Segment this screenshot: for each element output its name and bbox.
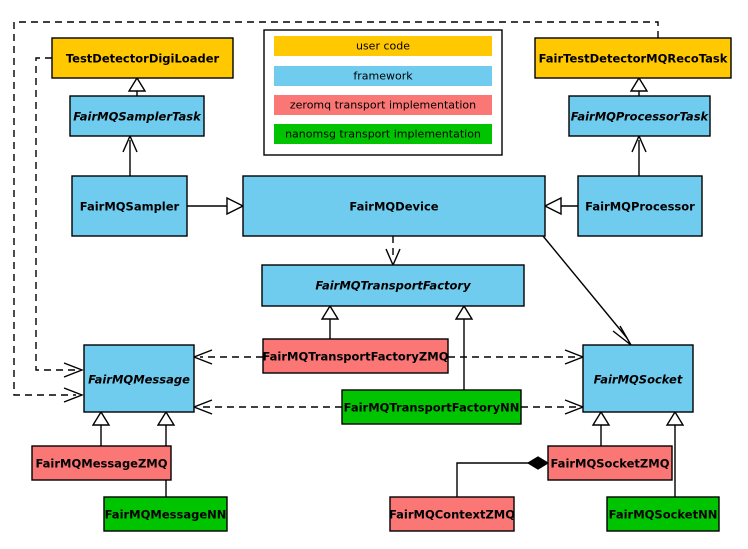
legend: user code framework zeromq transport imp… (263, 29, 503, 156)
node-fairmq-message[interactable]: FairMQMessage (83, 344, 195, 413)
node-fairmq-device[interactable]: FairMQDevice (242, 175, 546, 237)
legend-label-nanomsg: nanomsg transport implementation (285, 128, 481, 141)
node-fairmq-sampler[interactable]: FairMQSampler (71, 175, 188, 237)
node-fairmq-socket[interactable]: FairMQSocket (582, 344, 694, 413)
node-fairmq-processor[interactable]: FairMQProcessor (577, 175, 703, 237)
edge-device-to-transportfactory (385, 236, 401, 267)
node-rect-fairmq-transport-factory-zmq[interactable] (262, 338, 449, 374)
node-label-test-detector-digi-loader: TestDetectorDigiLoader (66, 52, 220, 66)
node-fairmq-message-zmq[interactable]: FairMQMessageZMQ (31, 445, 172, 481)
node-rect-test-detector-digi-loader[interactable] (51, 37, 234, 79)
node-label-fairmq-message: FairMQMessage (88, 373, 190, 387)
node-rect-fairmq-device[interactable] (242, 175, 546, 237)
node-label-fairmq-processor: FairMQProcessor (585, 200, 695, 214)
edge-factoryzmq-to-message (192, 349, 263, 365)
node-label-fairmq-transport-factory: FairMQTransportFactory (315, 279, 471, 293)
node-fairmq-socket-zmq[interactable]: FairMQSocketZMQ (547, 445, 673, 481)
legend-item-nanomsg: nanomsg transport implementation (274, 124, 492, 144)
node-rect-fairmq-message[interactable] (83, 344, 195, 413)
node-rect-fairmq-socket-zmq[interactable] (547, 445, 673, 481)
node-rect-fairmq-sampler-task[interactable] (69, 95, 205, 137)
node-rect-fairmq-context-zmq[interactable] (389, 496, 515, 532)
edge-sampler-to-samplertask (122, 134, 138, 176)
node-rect-fairmq-processor[interactable] (577, 175, 703, 237)
legend-swatch-framework (274, 66, 492, 86)
node-label-fairmq-socket-zmq: FairMQSocketZMQ (551, 457, 670, 471)
node-rect-fairmq-processor-task[interactable] (568, 95, 711, 137)
node-label-fairmq-processor-task: FairMQProcessorTask (571, 110, 710, 124)
node-rect-fairmq-message-zmq[interactable] (31, 445, 172, 481)
node-label-fairmq-device: FairMQDevice (349, 200, 438, 214)
node-fairmq-sampler-task[interactable]: FairMQSamplerTask (69, 95, 205, 137)
node-fair-test-detector-mq-reco-task[interactable]: FairTestDetectorMQRecoTask (534, 37, 732, 79)
edge-processor-to-device (543, 196, 578, 216)
node-fairmq-message-nn[interactable]: FairMQMessageNN (103, 496, 228, 532)
node-label-fairmq-sampler: FairMQSampler (80, 200, 180, 214)
edge-digiloader-to-message (35, 57, 84, 378)
legend-swatch-user-code (274, 36, 492, 56)
legend-item-zeromq: zeromq transport implementation (274, 95, 492, 115)
edge-messagezmq-generalization (91, 410, 111, 446)
node-fairmq-transport-factory-nn[interactable]: FairMQTransportFactoryNN (341, 389, 522, 425)
edge-factoryzmq-to-socket (448, 349, 585, 365)
edge-socketnn-generalization (665, 410, 685, 497)
node-fairmq-transport-factory-zmq[interactable]: FairMQTransportFactoryZMQ (262, 338, 449, 374)
node-label-fairmq-transport-factory-nn: FairMQTransportFactoryNN (344, 401, 520, 415)
edge-factorynn-to-message (192, 399, 342, 415)
node-label-fairmq-message-nn: FairMQMessageNN (105, 508, 227, 522)
legend-item-framework: framework (274, 66, 492, 86)
node-rect-fair-test-detector-mq-reco-task[interactable] (534, 37, 732, 79)
node-rect-fairmq-message-nn[interactable] (103, 496, 228, 532)
node-label-fairmq-context-zmq: FairMQContextZMQ (389, 508, 515, 522)
edge-device-to-socket (542, 235, 632, 346)
node-fairmq-processor-task[interactable]: FairMQProcessorTask (568, 95, 711, 137)
legend-label-zeromq: zeromq transport implementation (290, 99, 476, 112)
edge-factorynn-generalization (454, 304, 474, 390)
edge-factorynn-to-socket (521, 399, 585, 415)
edge-contextzmq-composition (456, 456, 550, 497)
node-fairmq-socket-nn[interactable]: FairMQSocketNN (606, 496, 720, 532)
node-label-fair-test-detector-mq-reco-task: FairTestDetectorMQRecoTask (539, 52, 728, 66)
edge-factoryzmq-generalization (320, 304, 340, 339)
legend-label-user-code: user code (356, 40, 410, 53)
node-fairmq-context-zmq[interactable]: FairMQContextZMQ (389, 496, 515, 532)
node-rect-fairmq-transport-factory[interactable] (261, 264, 525, 307)
node-label-fairmq-transport-factory-zmq: FairMQTransportFactoryZMQ (262, 350, 448, 364)
edge-digiloader-generalization (127, 76, 147, 96)
node-label-fairmq-socket: FairMQSocket (594, 373, 683, 387)
edge-sampler-to-device (187, 196, 245, 216)
node-label-fairmq-sampler-task: FairMQSamplerTask (73, 110, 202, 124)
node-rect-fairmq-socket-nn[interactable] (606, 496, 720, 532)
node-test-detector-digi-loader[interactable]: TestDetectorDigiLoader (51, 37, 234, 79)
legend-swatch-nanomsg (274, 124, 492, 144)
edge-socketzmq-generalization (591, 410, 611, 446)
legend-swatch-zeromq (274, 95, 492, 115)
edge-processor-to-processortask (631, 134, 647, 176)
node-rect-fairmq-sampler[interactable] (71, 175, 188, 237)
node-layer: TestDetectorDigiLoader FairTestDetectorM… (31, 37, 732, 532)
node-rect-fairmq-socket[interactable] (582, 344, 694, 413)
node-fairmq-transport-factory[interactable]: FairMQTransportFactory (261, 264, 525, 307)
edge-recotask-generalization (629, 76, 649, 96)
node-label-fairmq-socket-nn: FairMQSocketNN (609, 508, 718, 522)
legend-item-user-code: user code (274, 36, 492, 56)
edge-recotask-to-message (13, 21, 659, 403)
node-label-fairmq-message-zmq: FairMQMessageZMQ (35, 457, 167, 471)
node-rect-fairmq-transport-factory-nn[interactable] (341, 389, 522, 425)
legend-label-framework: framework (353, 70, 413, 83)
